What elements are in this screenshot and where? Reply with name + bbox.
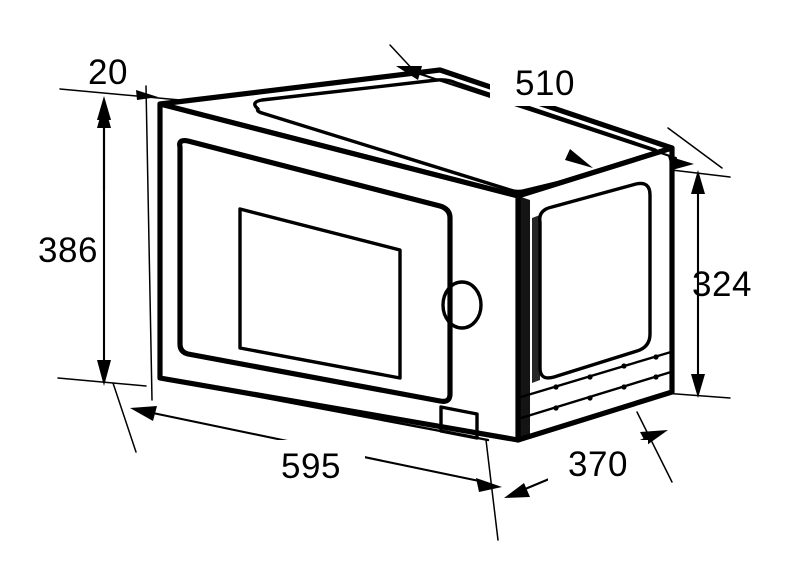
- cavity-inner-edge: [532, 215, 540, 383]
- dim-20-arrow-right-icon: [136, 90, 158, 100]
- dim-510-label-bg: [490, 56, 600, 106]
- dim-324-arrow-up-icon: [691, 170, 705, 194]
- dim-595-label: 595: [281, 447, 341, 486]
- dim-510-label: 510: [515, 64, 575, 103]
- ext-line-370-right: [636, 411, 673, 483]
- ext-line-bottom-left-tick: [112, 382, 137, 453]
- mounting-dimples: [553, 354, 659, 411]
- dim-370-arrow-left-icon: [504, 483, 530, 498]
- dimension-324: 324: [691, 170, 752, 398]
- dim-386-arrow-down-icon: [97, 360, 111, 386]
- dim-386-label: 386: [38, 231, 98, 270]
- ext-line-bottom-left: [57, 377, 147, 387]
- front-bottom-edge: [158, 376, 490, 442]
- door-window: [238, 207, 402, 380]
- dim-595-label-bg: [257, 440, 365, 488]
- right-side-recess: [538, 181, 652, 380]
- dimension-20: 20: [88, 53, 158, 192]
- door-edge-shadow: [518, 196, 530, 440]
- dim-510-line: [412, 70, 678, 160]
- dimension-595: 595: [130, 406, 502, 492]
- front-door-face: [157, 101, 521, 443]
- side-rail-upper: [519, 350, 673, 399]
- dim-510-arrow-right-icon: [668, 156, 694, 170]
- dimension-510: 510: [396, 56, 694, 170]
- dim-324-arrow-down-icon: [691, 374, 705, 398]
- door-bezel: [177, 138, 453, 404]
- dim-20-label: 20: [88, 53, 128, 92]
- ext-line-front-corner: [485, 439, 499, 541]
- dim-370-label-bg: [548, 440, 648, 486]
- side-rail-lower: [519, 370, 673, 420]
- dim-370-label: 370: [568, 445, 628, 484]
- control-knob-icon[interactable]: [441, 280, 483, 330]
- top-surface-arrow-icon: [565, 149, 593, 168]
- dimension-370: 370: [504, 430, 668, 498]
- dim-324-label: 324: [692, 265, 752, 304]
- microwave-body: [157, 67, 675, 443]
- dim-386-arrow-up-icon: [97, 103, 111, 128]
- dim-595-arrow-left-icon: [130, 406, 157, 421]
- dim-510-arrow-left-icon: [396, 66, 422, 80]
- ext-line-510-right: [667, 127, 723, 169]
- ext-line-vertical-left: [145, 85, 153, 401]
- dimension-386: 386: [38, 103, 111, 386]
- dim-595-arrow-right-icon: [476, 478, 502, 492]
